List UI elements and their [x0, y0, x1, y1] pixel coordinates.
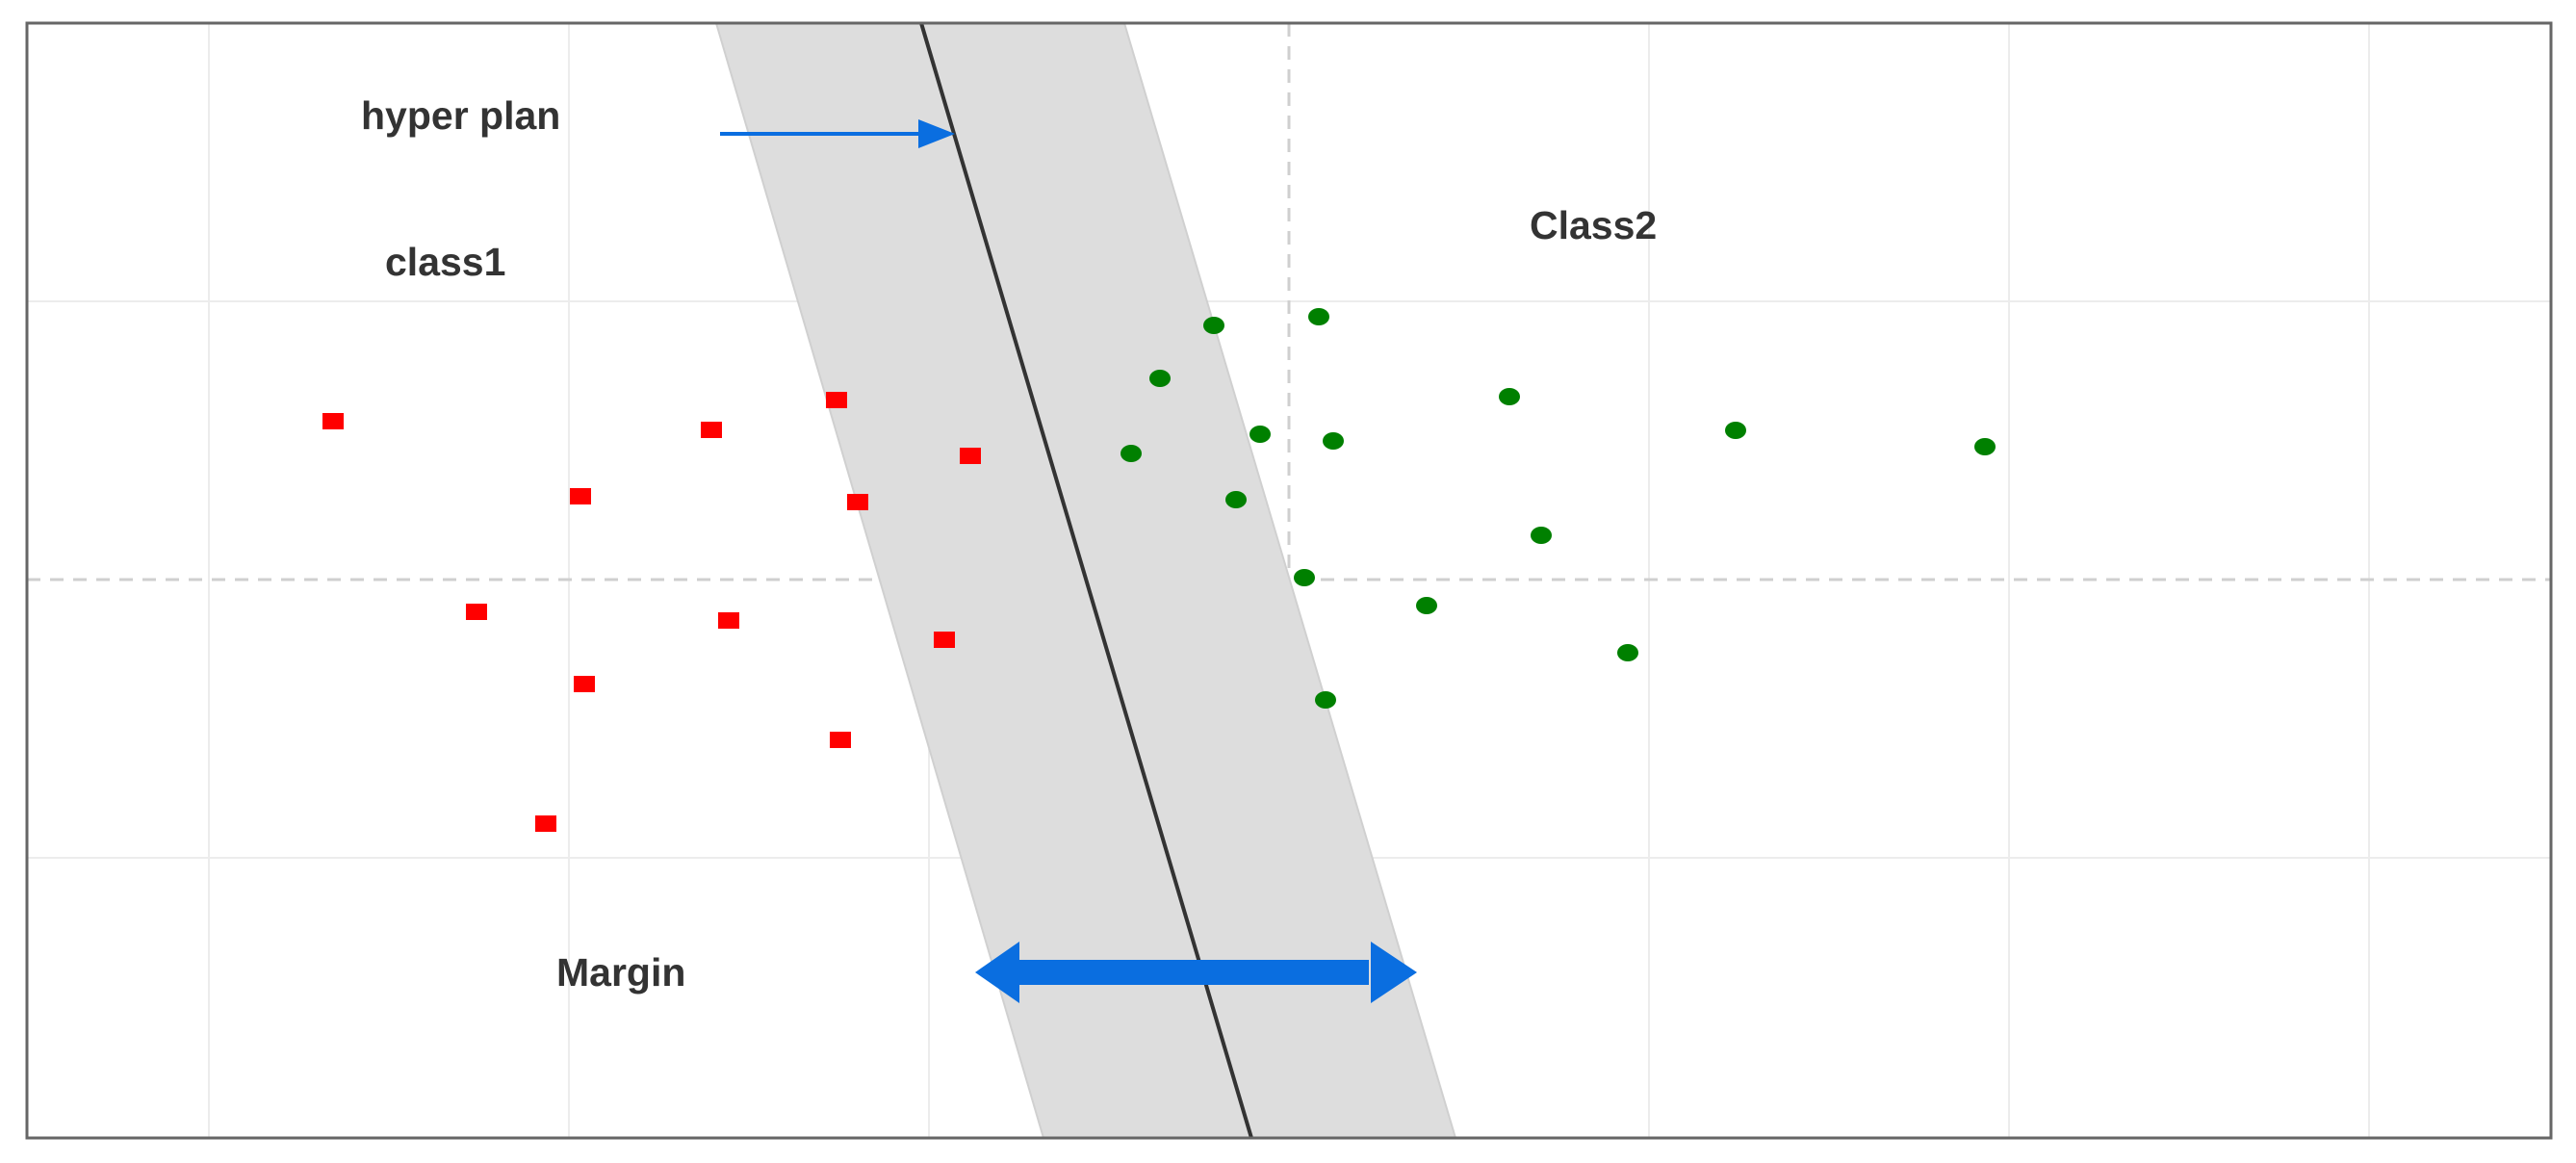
margin-label: Margin	[556, 950, 685, 995]
class2-marker	[1974, 438, 1996, 455]
plot-frame	[25, 21, 2553, 1140]
class1-marker	[718, 612, 739, 629]
class1-marker	[960, 448, 981, 464]
margin-arrow-head-right	[1371, 942, 1417, 1003]
class1-marker	[322, 413, 344, 429]
class1-label: class1	[385, 240, 505, 284]
class2-marker	[1531, 527, 1552, 544]
class1-marker	[570, 488, 591, 504]
class1-marker	[830, 732, 851, 748]
class1-marker	[847, 494, 868, 510]
class1-marker	[934, 632, 955, 648]
class2-marker	[1416, 597, 1437, 614]
class2-marker	[1225, 491, 1247, 508]
double-headed-arrow-icon	[975, 942, 1417, 1003]
class1-marker	[574, 676, 595, 692]
class2-marker	[1121, 445, 1142, 462]
class2-marker	[1249, 426, 1271, 443]
class2-marker	[1499, 388, 1520, 405]
class1-points	[322, 392, 981, 832]
class2-marker	[1308, 308, 1329, 325]
class2-marker	[1725, 422, 1746, 439]
class2-marker	[1315, 691, 1336, 709]
class2-marker	[1149, 370, 1171, 387]
class2-points	[1121, 308, 1996, 709]
margin-arrow-head-left	[975, 942, 1019, 1003]
hyperplane-line	[919, 22, 1253, 1139]
hyperplane-pointer-head	[918, 119, 955, 148]
right-arrow-icon	[720, 119, 955, 148]
class2-marker	[1323, 432, 1344, 450]
class2-label: Class2	[1530, 203, 1657, 247]
class1-marker	[826, 392, 847, 408]
class2-marker	[1617, 644, 1638, 661]
class2-marker	[1294, 569, 1315, 586]
class2-marker	[1203, 317, 1224, 334]
class1-marker	[535, 815, 556, 832]
class1-marker	[466, 604, 487, 620]
hyperplane-label: hyper plan	[361, 93, 560, 138]
class1-marker	[701, 422, 722, 438]
